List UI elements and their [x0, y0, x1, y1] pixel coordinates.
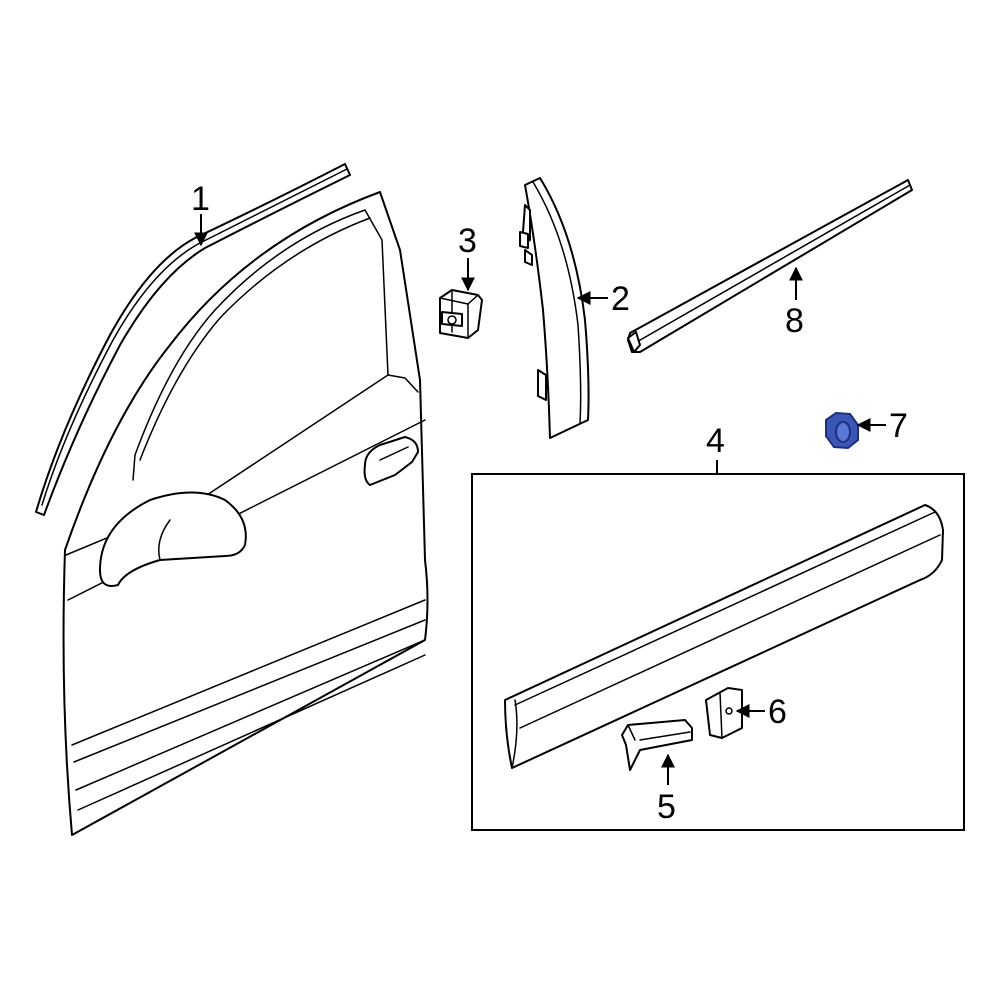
- callout-7: 7: [889, 407, 908, 445]
- callout-6: 6: [768, 693, 787, 731]
- front-door: [62, 191, 429, 836]
- part-8-belt-molding: [627, 179, 913, 353]
- part-1-molding: [35, 163, 351, 516]
- part-4-body-molding: [504, 504, 944, 769]
- callout-1: 1: [191, 180, 210, 218]
- callout-5: 5: [657, 788, 676, 826]
- part-5-clip: [621, 719, 693, 771]
- callout-3: 3: [458, 222, 477, 260]
- part-3-clip: [439, 289, 483, 339]
- part-2-pillar-trim: [519, 177, 590, 439]
- callout-4: 4: [706, 422, 725, 460]
- part-6-clip: [705, 687, 743, 739]
- callout-8: 8: [785, 302, 804, 340]
- part-7-clip: [825, 411, 859, 450]
- callout-2: 2: [611, 280, 630, 318]
